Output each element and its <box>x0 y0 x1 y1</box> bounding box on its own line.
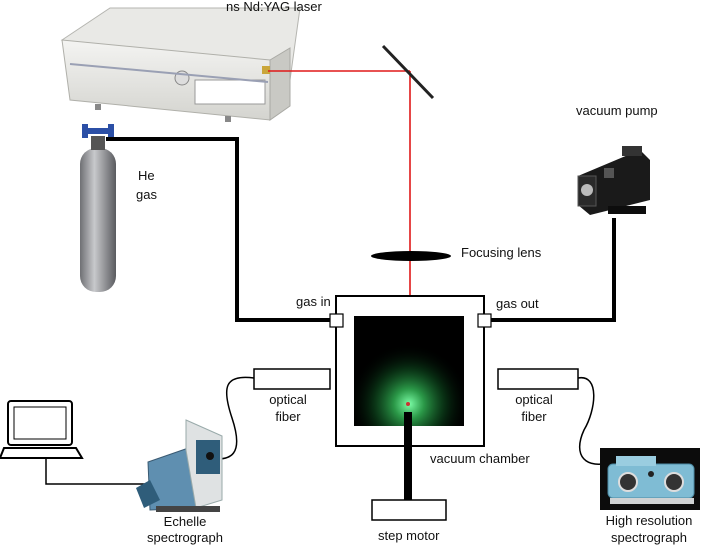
optical-fiber-right-cable <box>577 377 613 465</box>
laptop-icon <box>0 400 84 459</box>
step-motor-shaft <box>404 412 412 502</box>
label-laser: ns Nd:YAG laser <box>226 0 322 14</box>
gas-out-port <box>477 313 492 328</box>
optical-fiber-left-cable <box>207 376 255 460</box>
label-high-res-2: spectrograph <box>611 530 687 545</box>
focusing-lens <box>371 251 451 261</box>
label-fiber-right-1: optical <box>515 392 553 407</box>
optical-fiber-right-connector <box>497 368 579 390</box>
optical-fiber-left-connector <box>253 368 331 390</box>
label-gas-in: gas in <box>296 294 331 309</box>
laptop-cable <box>45 458 152 485</box>
label-he-gas-2: gas <box>136 187 157 202</box>
label-focusing-lens: Focusing lens <box>461 245 542 260</box>
label-echelle-2: spectrograph <box>147 530 223 545</box>
step-motor-box <box>371 499 447 521</box>
gas-in-line <box>106 137 330 322</box>
label-he-gas-1: He <box>138 168 155 183</box>
laser-beam <box>268 70 411 318</box>
label-vacuum-chamber: vacuum chamber <box>430 451 530 466</box>
high-resolution-spectrograph-icon <box>600 448 700 510</box>
gas-in-port <box>329 313 344 328</box>
gas-out-line <box>490 218 616 322</box>
turning-mirror <box>381 44 435 100</box>
he-gas-cylinder-icon <box>80 124 116 292</box>
label-fiber-right-2: fiber <box>521 409 547 424</box>
echelle-spectrograph-icon <box>136 419 223 512</box>
label-echelle-1: Echelle <box>163 514 207 529</box>
vacuum-pump-icon <box>577 146 650 215</box>
label-high-res-1: High resolution <box>605 513 693 528</box>
label-fiber-left-1: optical <box>269 392 307 407</box>
label-vacuum-pump: vacuum pump <box>576 103 658 118</box>
label-gas-out: gas out <box>496 296 539 311</box>
nd-yag-laser-icon <box>60 7 301 122</box>
label-step-motor: step motor <box>378 528 440 543</box>
label-fiber-left-2: fiber <box>275 409 301 424</box>
